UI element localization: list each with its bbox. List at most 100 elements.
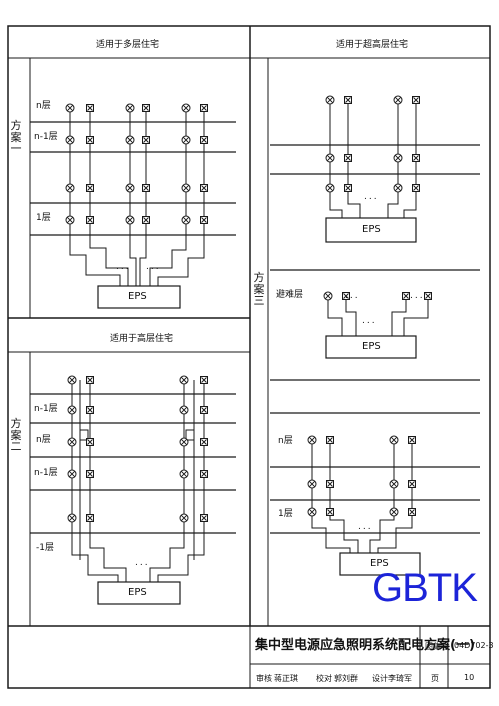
ellipsis: ...	[362, 316, 377, 326]
lamp-icon-cross	[182, 216, 190, 224]
lamp-icon-cross	[308, 436, 316, 444]
eps-label-scheme3-top: EPS	[362, 224, 381, 235]
lamp-icon-cross	[180, 376, 188, 384]
lamp-icon-cross	[68, 376, 76, 384]
outer-frame	[7, 25, 491, 689]
exit-sign-icon-cross	[413, 185, 419, 191]
lamp-icon-cross	[68, 514, 76, 522]
exit-sign-icon-cross	[201, 185, 207, 191]
floor-label-n-minus-1: n-1层	[34, 132, 58, 142]
exit-sign-icon-cross	[87, 377, 93, 383]
exit-sign-icon-cross	[87, 407, 93, 413]
lamp-icon-cross	[68, 406, 76, 414]
scheme-two-label: 方 案 二	[10, 417, 22, 454]
exit-sign-icon-cross	[327, 509, 333, 515]
exit-sign-icon-cross	[201, 137, 207, 143]
exit-sign-icon-cross	[409, 509, 415, 515]
lamp-icon-cross	[126, 136, 134, 144]
atlas-number-label: 图集号	[425, 642, 449, 651]
exit-sign-icon-cross	[345, 185, 351, 191]
lamp-icon-cross	[326, 184, 334, 192]
page-number: 10	[464, 673, 475, 682]
eps-box-scheme3-top	[325, 217, 417, 243]
exit-sign-icon-cross	[87, 105, 93, 111]
lamp-icon-cross	[180, 514, 188, 522]
exit-sign-icon-cross	[409, 481, 415, 487]
exit-sign-icon-cross	[201, 471, 207, 477]
floor-label-n-minus-1-s2b: n-1层	[34, 468, 58, 478]
ellipsis: ...	[116, 262, 131, 272]
eps-label-scheme3-bottom: EPS	[370, 558, 389, 569]
ellipsis: ...	[146, 262, 161, 272]
lamp-icon-cross	[66, 104, 74, 112]
floor-label-1-s3: 1层	[278, 509, 293, 519]
page-label: 页	[431, 674, 439, 683]
eps-box-scheme1	[97, 285, 181, 309]
exit-sign-icon-cross	[87, 515, 93, 521]
exit-sign-icon-cross	[143, 185, 149, 191]
eps-label-scheme1: EPS	[128, 291, 147, 302]
ellipsis: ...	[345, 291, 360, 301]
scheme-one-label: 方 案 一	[10, 119, 22, 156]
exit-sign-icon-cross	[413, 97, 419, 103]
ellipsis: ...	[364, 192, 379, 202]
exit-sign-icon-cross	[87, 471, 93, 477]
exit-sign-icon-cross	[343, 293, 349, 299]
exit-sign-icon-cross	[403, 293, 409, 299]
lamp-icon-cross	[68, 470, 76, 478]
scheme-three-label: 方 案 三	[253, 271, 265, 308]
lamp-icon-cross	[126, 216, 134, 224]
exit-sign-icon-cross	[87, 217, 93, 223]
emergency-lamp-icons	[65, 95, 432, 523]
lamp-icon-cross	[66, 184, 74, 192]
role-review: 审核	[256, 674, 272, 683]
lamp-icon-cross	[326, 96, 334, 104]
lamp-icon-cross	[182, 184, 190, 192]
exit-sign-icon-cross	[143, 105, 149, 111]
lamp-icon-cross	[326, 154, 334, 162]
top-right-header: 适用于超高层住宅	[336, 40, 409, 50]
atlas-number: 04D702-3	[454, 641, 494, 650]
role-check: 校对	[316, 674, 332, 683]
ellipsis: ...	[135, 558, 150, 568]
exit-sign-icon-cross	[201, 217, 207, 223]
ellipsis: ...	[358, 522, 373, 532]
floor-label-1: 1层	[36, 213, 51, 223]
lamp-icon-cross	[308, 480, 316, 488]
lamp-icon-cross	[394, 184, 402, 192]
role-design: 设计	[372, 674, 388, 683]
floor-label-n-minus-1-s2: n-1层	[34, 404, 58, 414]
lamp-icon-cross	[390, 436, 398, 444]
bottom-left-header: 适用于高层住宅	[110, 334, 174, 344]
eps-label-scheme2: EPS	[128, 587, 147, 598]
lamp-icon-cross	[180, 438, 188, 446]
exit-sign-icon-cross	[201, 407, 207, 413]
reviewer-name: 蒋正琪	[274, 674, 298, 683]
lamp-icon-cross	[390, 508, 398, 516]
exit-sign-icon-cross	[201, 515, 207, 521]
lamp-icon-cross	[182, 136, 190, 144]
checker-name: 郭刘群	[334, 674, 358, 683]
lamp-icon-cross	[126, 104, 134, 112]
floor-label-n-s2: n层	[36, 435, 51, 445]
exit-sign-icon-cross	[345, 97, 351, 103]
exit-sign-icon-cross	[201, 105, 207, 111]
eps-box-scheme3-bottom	[339, 552, 421, 576]
exit-sign-icon-cross	[87, 185, 93, 191]
drawing-title: 集中型电源应急照明系统配电方案(一)	[255, 638, 475, 653]
designer-name: 李琦军	[388, 674, 412, 683]
lamp-icon-cross	[180, 470, 188, 478]
floor-label-refuge: 避难层	[276, 290, 304, 300]
lamp-icon-cross	[66, 216, 74, 224]
lamp-icon-cross	[390, 480, 398, 488]
lamp-icon-cross	[126, 184, 134, 192]
floor-label-n-s3: n层	[278, 436, 293, 446]
exit-sign-icon-cross	[143, 217, 149, 223]
floor-label-n: n层	[36, 101, 51, 111]
exit-sign-icon-cross	[409, 437, 415, 443]
lamp-icon-cross	[66, 136, 74, 144]
ellipsis: ...	[410, 291, 425, 301]
exit-sign-icon-cross	[87, 137, 93, 143]
lamp-icon-cross	[68, 438, 76, 446]
